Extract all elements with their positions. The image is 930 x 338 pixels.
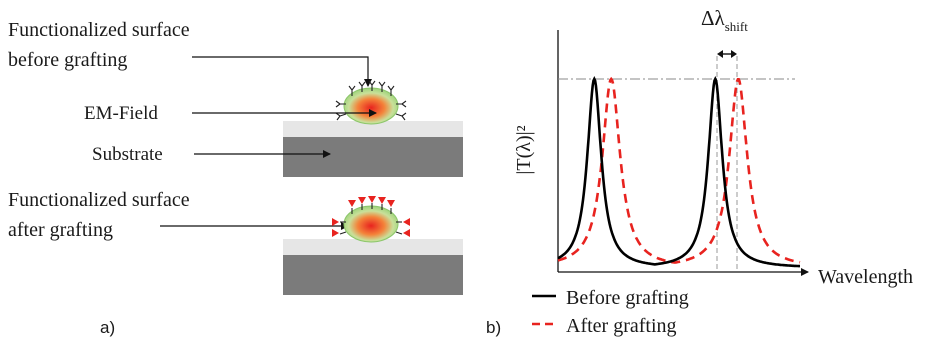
substrate-label: Substrate <box>92 144 163 165</box>
before-arrow <box>192 56 372 87</box>
lower-substrate-top <box>283 239 463 255</box>
before-label-line1: Functionalized surface <box>8 19 190 41</box>
upper-substrate-body <box>283 137 463 177</box>
before-grafting-curve <box>557 75 800 268</box>
upper-substrate-top <box>283 121 463 137</box>
x-axis-label: Wavelength <box>818 266 913 288</box>
legend: Before grafting After grafting <box>532 287 689 337</box>
grafted-molecule-icons <box>332 196 410 237</box>
panel-b: Δλshift |T(λ)|² Wavelength Before grafti… <box>486 6 913 337</box>
panel-b-label: b) <box>486 318 501 337</box>
y-axis-label: |T(λ)|² <box>513 125 535 174</box>
lower-em-bump <box>332 196 410 243</box>
after-label-line2: after grafting <box>8 219 113 241</box>
upper-em-bump <box>335 80 407 125</box>
legend-after-label: After grafting <box>566 315 677 337</box>
shift-arrow-right-head <box>731 50 737 58</box>
em-field-label: EM-Field <box>84 103 158 124</box>
legend-before-label: Before grafting <box>566 287 689 309</box>
after-label-line1: Functionalized surface <box>8 189 190 211</box>
panel-a: Functionalized surface before grafting E… <box>8 19 463 337</box>
lower-substrate-body <box>283 255 463 295</box>
after-grafting-curve <box>557 76 801 264</box>
shift-arrow-left-head <box>717 50 723 58</box>
before-label-line2: before grafting <box>8 49 127 71</box>
panel-a-label: a) <box>100 318 115 337</box>
delta-lambda-label: Δλshift <box>701 6 748 34</box>
